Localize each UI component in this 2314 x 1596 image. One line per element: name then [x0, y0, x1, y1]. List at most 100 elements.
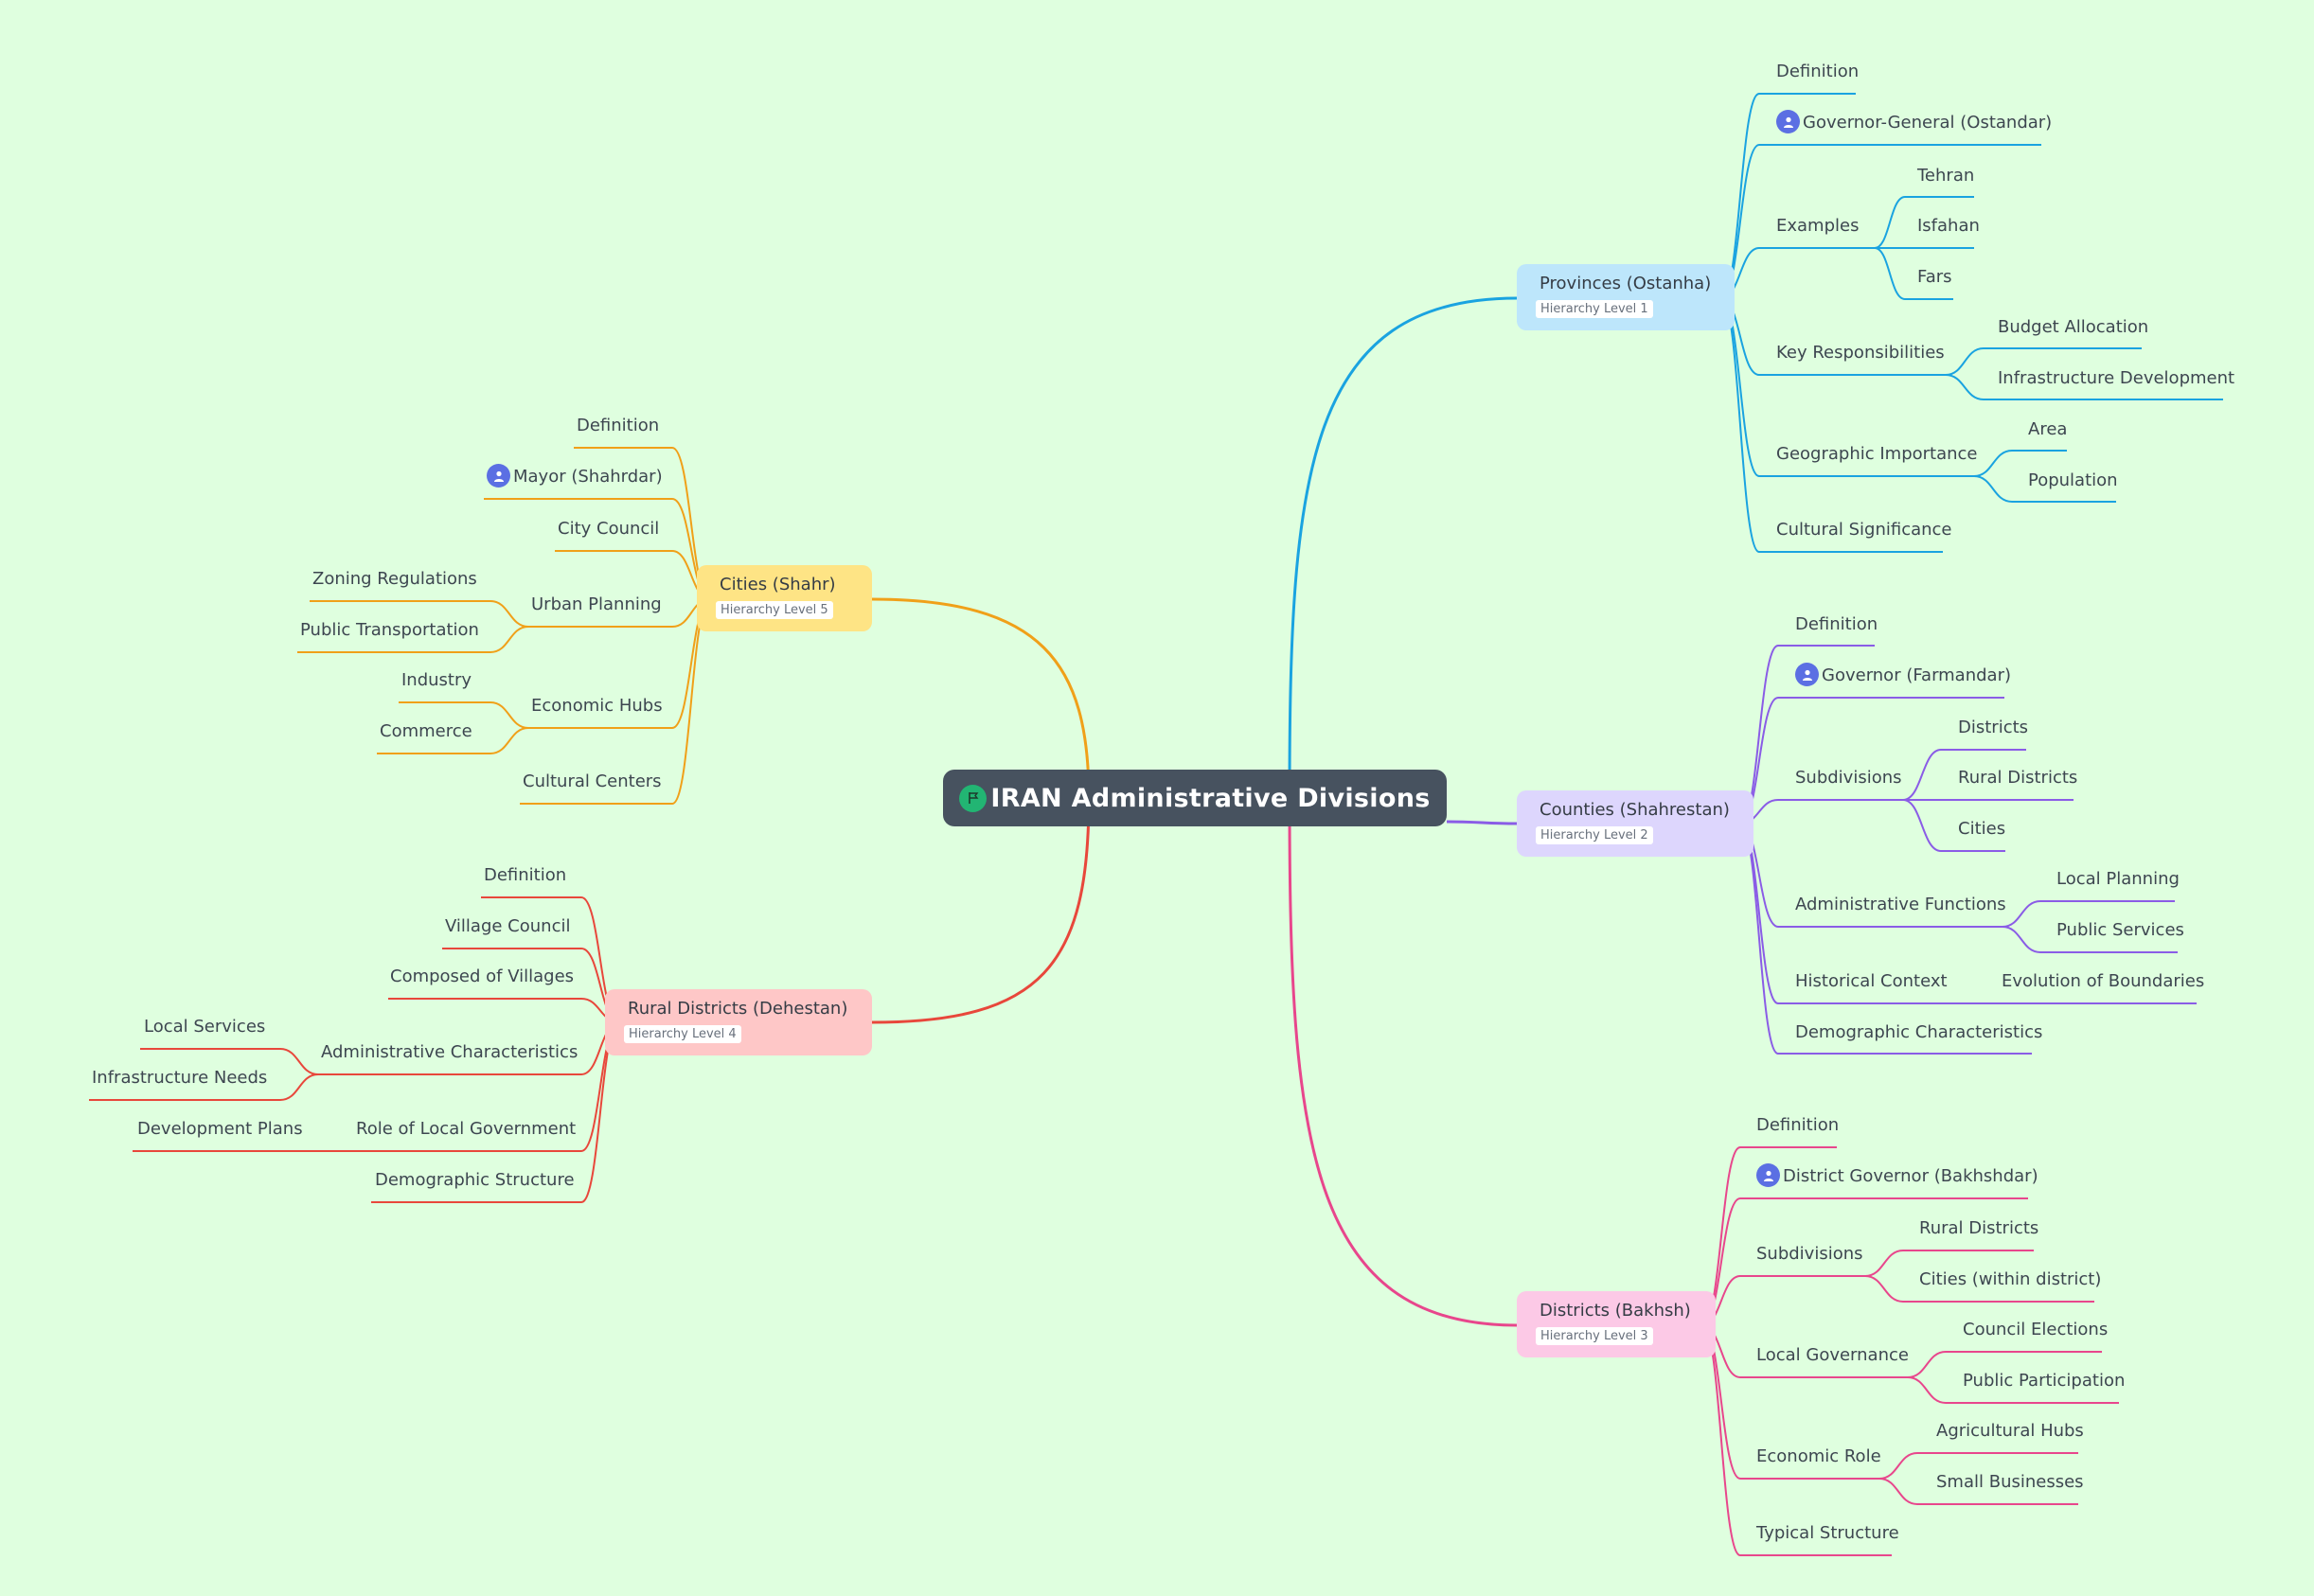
cities-urban-planning[interactable]: Urban Planning	[531, 594, 662, 614]
cities-commerce[interactable]: Commerce	[380, 721, 472, 741]
counties-demographic-characteristics[interactable]: Demographic Characteristics	[1795, 1022, 2043, 1042]
provinces-governor[interactable]: Governor-General (Ostandar)	[1776, 110, 2053, 133]
root-title: IRAN Administrative Divisions	[990, 783, 1431, 813]
counties-definition[interactable]: Definition	[1795, 614, 1878, 634]
cities-cultural-centers[interactable]: Cultural Centers	[523, 771, 662, 791]
cities-industry[interactable]: Industry	[401, 670, 472, 690]
provinces-governor-label: Governor-General (Ostandar)	[1803, 113, 2053, 133]
districts-governor[interactable]: District Governor (Bakhshdar)	[1756, 1163, 2038, 1187]
wire-dst-typical	[1701, 1324, 1741, 1556]
hub-districts-title: Districts (Bakhsh)	[1540, 1301, 1691, 1321]
rural-definition[interactable]: Definition	[484, 865, 567, 885]
rural-infrastructure-needs[interactable]: Infrastructure Needs	[92, 1068, 268, 1088]
wire-root-districts	[1288, 797, 1518, 1327]
cities-economic-hubs[interactable]: Economic Hubs	[531, 696, 663, 716]
provinces-examples[interactable]: Examples	[1776, 216, 1860, 236]
counties-evolution-of-boundaries[interactable]: Evolution of Boundaries	[2002, 971, 2205, 991]
provinces-area[interactable]: Area	[2028, 419, 2068, 439]
hub-districts-level-badge: Hierarchy Level 3	[1536, 1327, 1653, 1345]
wire-cnt-plan	[2002, 900, 2041, 928]
provinces-infrastructure-development[interactable]: Infrastructure Development	[1998, 368, 2235, 388]
provinces-definition[interactable]: Definition	[1776, 62, 1860, 81]
provinces-tehran[interactable]: Tehran	[1917, 166, 1975, 186]
wire-city-transport	[490, 626, 529, 653]
cities-city-council[interactable]: City Council	[558, 519, 660, 539]
districts-cities-within[interactable]: Cities (within district)	[1919, 1269, 2102, 1289]
provinces-cultural-significance[interactable]: Cultural Significance	[1776, 520, 1952, 540]
rural-composed-of-villages[interactable]: Composed of Villages	[390, 966, 575, 986]
rural-role-of-local-government[interactable]: Role of Local Government	[356, 1119, 577, 1139]
wire-cnt-demo	[1739, 823, 1779, 1055]
counties-rural-districts[interactable]: Rural Districts	[1958, 768, 2078, 788]
counties-local-planning[interactable]: Local Planning	[2056, 869, 2180, 889]
wire-prov-pop	[1973, 475, 2013, 503]
districts-council-elections[interactable]: Council Elections	[1963, 1320, 2109, 1339]
provinces-key-responsibilities[interactable]: Key Responsibilities	[1776, 343, 1945, 363]
wire-cnt-pub	[2002, 926, 2041, 953]
districts-typical-structure[interactable]: Typical Structure	[1756, 1523, 1899, 1543]
hub-rural-level-badge: Hierarchy Level 4	[624, 1025, 741, 1043]
cities-zoning-regulations[interactable]: Zoning Regulations	[312, 569, 477, 589]
wire-root-cities	[871, 597, 1091, 799]
counties-public-services[interactable]: Public Services	[2056, 920, 2184, 940]
wire-root-rural	[871, 797, 1091, 1024]
wire-root-counties	[1446, 820, 1518, 825]
rural-village-council[interactable]: Village Council	[445, 916, 571, 936]
rural-administrative-characteristics[interactable]: Administrative Characteristics	[321, 1042, 578, 1062]
root-node[interactable]: IRAN Administrative Divisions	[943, 770, 1447, 826]
person-icon	[1795, 663, 1819, 686]
provinces-isfahan[interactable]: Isfahan	[1917, 216, 1980, 236]
wire-dst-rural	[1864, 1250, 1904, 1277]
counties-governor-label: Governor (Farmandar)	[1822, 665, 2012, 685]
counties-subdivisions[interactable]: Subdivisions	[1795, 768, 1902, 788]
counties-historical-context[interactable]: Historical Context	[1795, 971, 1948, 991]
districts-local-governance[interactable]: Local Governance	[1756, 1345, 1909, 1365]
counties-districts[interactable]: Districts	[1958, 718, 2029, 737]
hub-cities[interactable]: Cities (Shahr) Hierarchy Level 5	[697, 565, 872, 631]
wire-prov-infra	[1945, 374, 1985, 400]
flag-icon	[959, 784, 988, 812]
districts-definition[interactable]: Definition	[1756, 1115, 1840, 1135]
hub-counties[interactable]: Counties (Shahrestan) Hierarchy Level 2	[1517, 790, 1753, 857]
wire-cnt-districts	[1902, 749, 1942, 801]
wire-prov-tehran	[1874, 196, 1906, 249]
wire-rur-ls	[279, 1048, 319, 1075]
hub-cities-level-badge: Hierarchy Level 5	[716, 601, 833, 619]
cities-mayor[interactable]: Mayor (Shahrdar)	[487, 464, 663, 488]
districts-small-businesses[interactable]: Small Businesses	[1936, 1472, 2084, 1492]
wire-cnt-cities	[1902, 799, 1942, 852]
rural-demographic-structure[interactable]: Demographic Structure	[375, 1170, 575, 1190]
provinces-fars[interactable]: Fars	[1917, 267, 1952, 287]
counties-administrative-functions[interactable]: Administrative Functions	[1795, 895, 2006, 914]
rural-development-plans[interactable]: Development Plans	[137, 1119, 303, 1139]
hub-provinces[interactable]: Provinces (Ostanha) Hierarchy Level 1	[1517, 264, 1735, 330]
hub-counties-level-badge: Hierarchy Level 2	[1536, 826, 1653, 844]
wire-city-zoning	[490, 600, 529, 628]
hub-provinces-title: Provinces (Ostanha)	[1540, 274, 1712, 293]
hub-districts[interactable]: Districts (Bakhsh) Hierarchy Level 3	[1517, 1291, 1716, 1357]
provinces-budget-allocation[interactable]: Budget Allocation	[1998, 317, 2149, 337]
hub-counties-title: Counties (Shahrestan)	[1540, 800, 1730, 820]
districts-subdivisions[interactable]: Subdivisions	[1756, 1244, 1863, 1264]
provinces-population[interactable]: Population	[2028, 470, 2118, 490]
wire-dst-agri	[1878, 1452, 1918, 1480]
districts-economic-role[interactable]: Economic Role	[1756, 1446, 1881, 1466]
districts-rural-districts[interactable]: Rural Districts	[1919, 1218, 2039, 1238]
hub-rural-title: Rural Districts (Dehestan)	[628, 999, 848, 1019]
counties-governor[interactable]: Governor (Farmandar)	[1795, 663, 2012, 686]
districts-public-participation[interactable]: Public Participation	[1963, 1371, 2126, 1391]
cities-definition[interactable]: Definition	[577, 416, 660, 435]
provinces-geographic-importance[interactable]: Geographic Importance	[1776, 444, 1978, 464]
hub-cities-title: Cities (Shahr)	[720, 575, 836, 594]
hub-provinces-level-badge: Hierarchy Level 1	[1536, 300, 1653, 318]
hub-rural-districts[interactable]: Rural Districts (Dehestan) Hierarchy Lev…	[605, 989, 872, 1055]
rural-local-services[interactable]: Local Services	[144, 1017, 266, 1037]
wire-dst-small	[1878, 1478, 1918, 1505]
districts-agricultural-hubs[interactable]: Agricultural Hubs	[1936, 1421, 2084, 1441]
wire-city-commerce	[490, 727, 529, 754]
wire-root-provinces	[1288, 296, 1518, 799]
cities-public-transportation[interactable]: Public Transportation	[300, 620, 479, 640]
counties-cities[interactable]: Cities	[1958, 819, 2006, 839]
wire-prov-area	[1973, 450, 2013, 477]
